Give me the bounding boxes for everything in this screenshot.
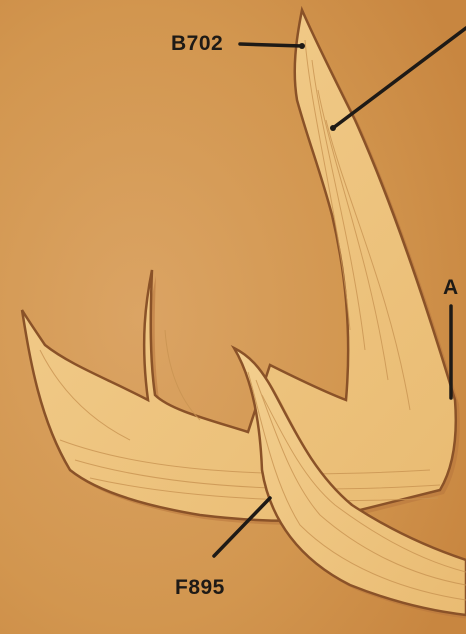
label-b702: B702 xyxy=(171,32,223,56)
leader-top-right-dot xyxy=(330,125,336,131)
leader-b702 xyxy=(240,44,302,46)
leader-b702-dot xyxy=(299,43,305,49)
label-f895: F895 xyxy=(175,576,225,600)
label-a: A xyxy=(443,276,459,300)
